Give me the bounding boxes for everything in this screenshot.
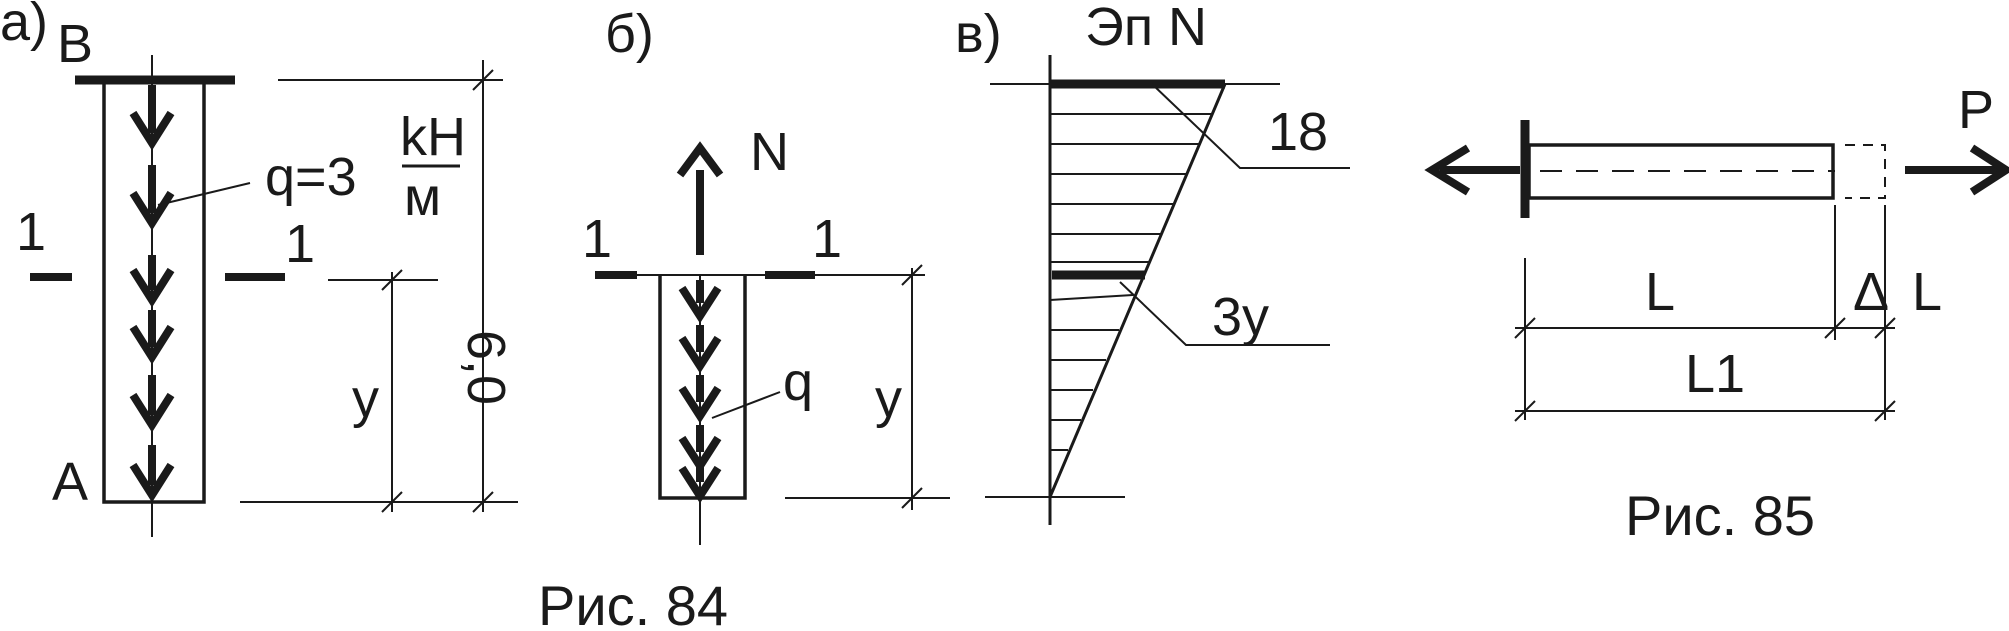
load-q-label-b: q <box>783 352 813 412</box>
load-leader <box>157 182 251 206</box>
dim-tick-l1-left <box>1514 400 1536 422</box>
dim-y-tick-top <box>381 269 403 291</box>
point-b-label: B <box>57 14 93 74</box>
caption-fig-85: Рис. 85 <box>1625 484 1815 547</box>
length-l1-label: L1 <box>1685 344 1745 404</box>
epure-title: Эп N <box>1085 0 1207 57</box>
dim-tick-l1-right <box>1874 400 1896 422</box>
epure-hatching <box>1049 113 1212 451</box>
load-q-label: q=3 <box>265 147 357 207</box>
value-18-label: 18 <box>1268 102 1328 162</box>
value-3y-label: 3y <box>1212 287 1269 347</box>
section-1-right-b: 1 <box>812 209 842 269</box>
force-p-label: P <box>1958 80 1994 140</box>
load-unit-numerator: kH <box>400 107 466 167</box>
force-p-left-arrowhead <box>1424 144 1471 196</box>
part-b-label: б) <box>605 4 654 64</box>
epure-slope-line <box>1048 83 1227 498</box>
bar-body <box>1527 143 1835 200</box>
point-a-label: A <box>52 452 88 512</box>
rod-outline <box>102 78 206 504</box>
force-p-right-arrowhead <box>1969 144 2009 196</box>
force-n-arrowhead <box>676 141 724 178</box>
part-a-label: а) <box>0 0 48 52</box>
distributed-load-arrows <box>129 85 175 503</box>
delta-l-label: L <box>1912 262 1942 322</box>
dim-y-tick-top-b <box>901 264 923 286</box>
section-1-left: 1 <box>16 202 46 262</box>
dim-length-tick-top <box>472 69 494 91</box>
bar-elongation-outline <box>1845 144 1886 199</box>
leader-18 <box>1151 83 1350 169</box>
dim-y-tick-bottom <box>381 491 403 513</box>
dim-y-tick-bottom-b <box>901 487 923 509</box>
coord-y-label-b: y <box>875 369 902 429</box>
leader-3y <box>1119 281 1330 346</box>
dim-tick-l-mid <box>1824 317 1846 339</box>
figure-85: P L Δ L L1 Рис. 85 <box>1424 80 2009 547</box>
dim-length-tick-bottom <box>472 491 494 513</box>
figure-84a: а) B q=3 kH м 1 1 y <box>0 0 518 537</box>
section-1-left-b: 1 <box>582 209 612 269</box>
dim-tick-l-left <box>1514 317 1536 339</box>
part-v-label: в) <box>955 4 1002 64</box>
force-n-label: N <box>750 122 789 182</box>
figure-84b: б) N 1 1 q y <box>582 4 950 545</box>
delta-symbol: Δ <box>1853 262 1889 322</box>
load-leader-b <box>711 391 781 419</box>
load-unit-denominator: м <box>404 167 441 227</box>
dim-tick-l-right <box>1874 317 1896 339</box>
caption-fig-84: Рис. 84 <box>538 574 728 631</box>
length-l-label: L <box>1645 262 1675 322</box>
distributed-load-arrows-b <box>678 280 722 504</box>
coord-y-label: y <box>352 369 379 429</box>
figure-84v: в) Эп N 18 3y Рис. 84 <box>538 0 1350 631</box>
section-1-right: 1 <box>285 214 315 274</box>
length-label: 6,0 <box>456 330 516 405</box>
